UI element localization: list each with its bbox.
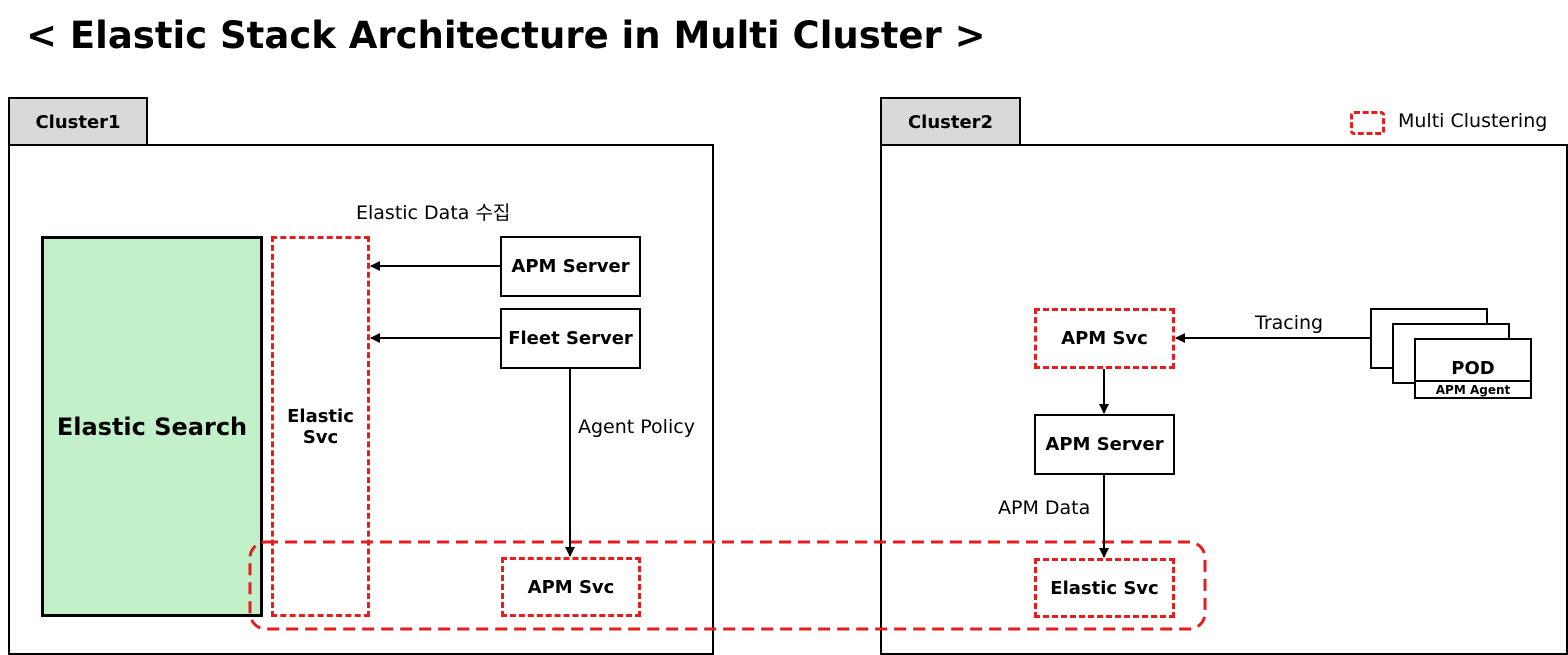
elastic-search-box: Elastic Search: [41, 236, 263, 617]
apm-svc-box-cluster2: APM Svc: [1034, 308, 1175, 369]
cluster1-frame: [8, 144, 714, 655]
apm-svc-box-cluster1: APM Svc: [501, 557, 641, 617]
pod-label: POD: [1451, 358, 1495, 379]
apm-data-label: APM Data: [998, 497, 1091, 519]
agent-policy-label: Agent Policy: [578, 416, 695, 438]
apm-agent-box: APM Agent: [1414, 380, 1532, 399]
apm-server-box-cluster1: APM Server: [500, 236, 641, 297]
cluster1-tab: Cluster1: [8, 97, 148, 145]
legend-label: Multi Clustering: [1398, 110, 1548, 132]
multi-cluster-outline: [248, 540, 1207, 631]
page-title: < Elastic Stack Architecture in Multi Cl…: [26, 14, 986, 57]
elastic-svc-box: Elastic Svc: [271, 236, 370, 617]
cluster2-frame: [880, 144, 1568, 655]
fleet-server-box: Fleet Server: [500, 308, 641, 369]
apm-server-box-cluster2: APM Server: [1034, 414, 1175, 475]
tracing-label: Tracing: [1255, 312, 1324, 334]
pod-box: POD APM Agent: [1414, 338, 1532, 399]
elastic-svc-label-line2: Svc: [302, 426, 339, 448]
elastic-svc-label-line1: Elastic: [287, 405, 354, 427]
elastic-svc-box-cluster2: Elastic Svc: [1034, 558, 1175, 618]
collect-label: Elastic Data 수집: [356, 202, 511, 224]
cluster2-tab: Cluster2: [880, 97, 1021, 145]
legend-dash-icon: [1350, 111, 1385, 135]
